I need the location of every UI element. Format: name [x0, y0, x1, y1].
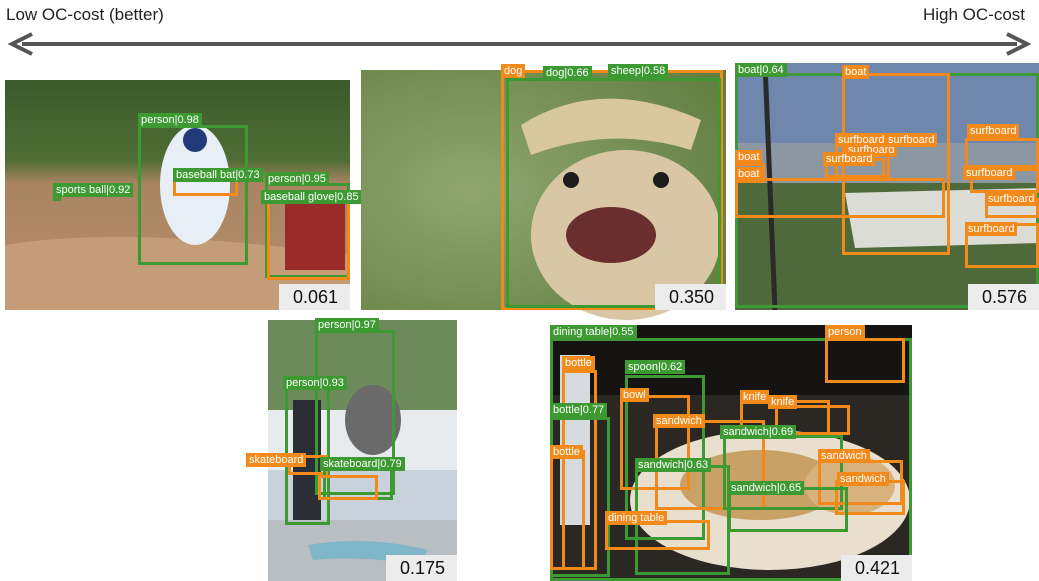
- axis-left-label: Low OC-cost (better): [6, 5, 164, 24]
- label-ground-truth: boat: [842, 65, 870, 79]
- oc-cost-score: 0.175: [385, 555, 457, 581]
- label-prediction: person|0.97: [315, 318, 379, 332]
- double-arrow-icon: [7, 32, 1032, 56]
- label-prediction: sheep|0.58: [608, 64, 669, 78]
- label-prediction: sports ball|0.92: [53, 183, 134, 197]
- label-ground-truth: person: [825, 325, 865, 339]
- label-prediction: baseball bat|0.73: [173, 168, 263, 182]
- label-ground-truth: sandwich: [818, 449, 870, 463]
- label-ground-truth: surfboard: [985, 192, 1038, 206]
- label-prediction: dog|0.66: [543, 66, 592, 80]
- label-ground-truth: bowl: [620, 388, 649, 402]
- label-prediction: sandwich|0.69: [720, 425, 797, 439]
- label-ground-truth: knife: [740, 390, 770, 404]
- label-ground-truth: knife: [768, 395, 798, 409]
- label-prediction: bottle|0.77: [550, 403, 608, 417]
- label-ground-truth: surfboard: [965, 222, 1018, 236]
- label-ground-truth: dog: [501, 64, 526, 78]
- label-ground-truth: sandwich: [653, 414, 705, 428]
- oc-cost-score: 0.061: [278, 284, 350, 310]
- label-ground-truth: boat: [735, 150, 763, 164]
- label-ground-truth: surfboard: [963, 166, 1016, 180]
- dog-scene-image: [361, 70, 726, 320]
- label-ground-truth: surfboard: [823, 152, 876, 166]
- detection-panel-dog: dog dog|0.66 sheep|0.58 0.350: [361, 64, 726, 320]
- label-ground-truth: sandwich: [837, 472, 889, 486]
- oc-cost-score: 0.350: [654, 284, 726, 310]
- label-prediction: person|0.93: [283, 376, 347, 390]
- label-ground-truth: boat: [735, 167, 763, 181]
- oc-cost-score: 0.576: [967, 284, 1039, 310]
- label-ground-truth: bottle: [562, 356, 595, 370]
- label-prediction: person|0.98: [138, 113, 202, 127]
- label-prediction: skateboard|0.79: [320, 457, 405, 471]
- oc-cost-score: 0.421: [840, 555, 912, 581]
- detection-panel-harbor: boat|0.64 boat surfboard surfboard surfb…: [735, 62, 1039, 311]
- label-ground-truth: skateboard: [246, 453, 307, 467]
- label-prediction: sandwich|0.63: [635, 458, 712, 472]
- label-prediction: person|0.95: [265, 172, 329, 186]
- label-prediction: baseball glove|0.85: [261, 190, 362, 204]
- label-prediction: spoon|0.62: [625, 360, 686, 374]
- label-ground-truth: surfboard: [967, 124, 1020, 138]
- label-prediction: sandwich|0.65: [728, 481, 805, 495]
- detection-panel-skateboard: person|0.97 person|0.93 skateboard skate…: [246, 318, 457, 581]
- label-ground-truth: dining table: [605, 511, 668, 525]
- axis-right-label: High OC-cost: [922, 5, 1025, 24]
- detection-panel-baseball: person|0.98 sports ball|0.92 baseball ba…: [5, 80, 362, 310]
- detection-panel-dining-table: dining table|0.55 person bottle spoon|0.…: [550, 325, 912, 581]
- label-prediction: boat|0.64: [735, 63, 787, 77]
- dining-table-scene-image: [550, 325, 912, 581]
- label-prediction: dining table|0.55: [550, 325, 637, 339]
- label-ground-truth: bottle: [550, 445, 583, 459]
- label-ground-truth: surfboard: [885, 133, 938, 147]
